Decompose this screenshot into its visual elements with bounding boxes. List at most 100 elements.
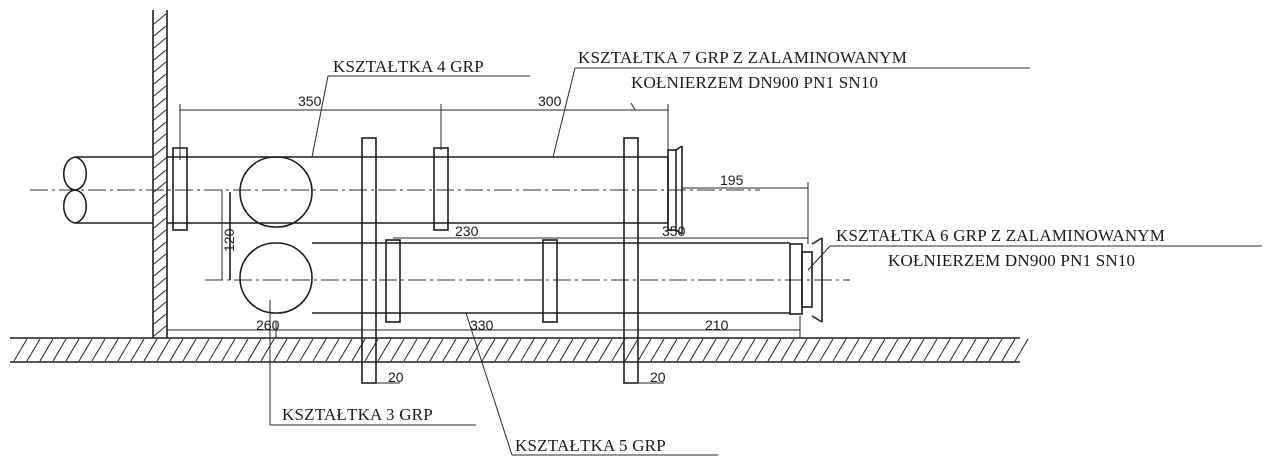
hatch-line <box>153 145 167 157</box>
hatch-line <box>153 85 167 97</box>
hatch-line <box>169 338 184 362</box>
hatch-line <box>153 193 167 205</box>
hatch-line <box>923 338 938 362</box>
hatch-line <box>182 338 197 362</box>
centerlines <box>30 189 850 281</box>
bend-fitting <box>229 156 313 314</box>
hatch-line <box>975 338 990 362</box>
dimension-lines <box>167 104 809 384</box>
hatch-line <box>598 338 613 362</box>
hatch-line <box>52 338 67 362</box>
hatch-line <box>299 338 314 362</box>
hatch-line <box>153 157 167 169</box>
hatch-line <box>260 338 275 362</box>
hatch-line <box>153 61 167 73</box>
hatch-line <box>153 217 167 229</box>
hatch-line <box>702 338 717 362</box>
hatch-line <box>988 338 1003 362</box>
hatch-line <box>286 338 301 362</box>
lower-pipe <box>312 237 823 323</box>
ground-hatching <box>13 338 1029 362</box>
hatch-line <box>195 338 210 362</box>
hatch-line <box>611 338 626 362</box>
wall-hatching <box>153 13 167 337</box>
hatch-line <box>153 301 167 313</box>
label-fitting-6-line1: KSZTAŁTKA 6 GRP Z ZALAMINOWANYM <box>836 226 1165 245</box>
hatch-line <box>153 13 167 25</box>
hatch-line <box>741 338 756 362</box>
hatch-line <box>130 338 145 362</box>
dim-350-mid: 350 <box>662 223 686 239</box>
hatch-line <box>153 133 167 145</box>
hatch-line <box>153 277 167 289</box>
label-fitting-5: KSZTAŁTKA 5 GRP <box>515 436 666 455</box>
hatch-line <box>507 338 522 362</box>
hatch-line <box>325 338 340 362</box>
wall <box>152 10 168 338</box>
hatch-line <box>91 338 106 362</box>
dim-230: 230 <box>455 223 479 239</box>
hatch-line <box>884 338 899 362</box>
hatch-line <box>650 338 665 362</box>
hatch-line <box>153 289 167 301</box>
hatch-line <box>153 325 167 337</box>
dim-330: 330 <box>470 317 494 333</box>
hatch-line <box>676 338 691 362</box>
hatch-line <box>153 313 167 325</box>
hatch-line <box>377 338 392 362</box>
dimension-values: 350 300 195 230 350 120 260 330 210 20 2… <box>221 93 744 385</box>
hatch-line <box>153 109 167 121</box>
hatch-line <box>390 338 405 362</box>
hatch-line <box>117 338 132 362</box>
ground-slab <box>10 337 1029 363</box>
hatch-line <box>728 338 743 362</box>
hatch-line <box>338 338 353 362</box>
support-post-right <box>623 137 639 384</box>
hatch-line <box>153 121 167 133</box>
leader-lines <box>269 67 1262 456</box>
hatch-line <box>153 169 167 181</box>
hatch-line <box>104 338 119 362</box>
hatch-line <box>153 37 167 49</box>
hatch-line <box>416 338 431 362</box>
hatch-line <box>533 338 548 362</box>
hatch-line <box>832 338 847 362</box>
hatch-line <box>962 338 977 362</box>
hatch-line <box>637 338 652 362</box>
dim-195: 195 <box>720 172 744 188</box>
hatch-line <box>845 338 860 362</box>
label-fitting-7-line2: KOŁNIERZEM DN900 PN1 SN10 <box>631 73 878 92</box>
dim-350-top: 350 <box>298 93 322 109</box>
hatch-line <box>819 338 834 362</box>
hatch-line <box>936 338 951 362</box>
hatch-line <box>767 338 782 362</box>
inlet-pipe <box>62 156 153 224</box>
hatch-line <box>897 338 912 362</box>
hatch-line <box>1001 338 1016 362</box>
hatch-line <box>247 338 262 362</box>
dim-210: 210 <box>705 317 729 333</box>
dim-260: 260 <box>256 317 280 333</box>
dim-300-top: 300 <box>538 93 562 109</box>
hatch-line <box>153 265 167 277</box>
hatch-line <box>559 338 574 362</box>
label-fitting-7-line1: KSZTAŁTKA 7 GRP Z ZALAMINOWANYM <box>578 48 907 67</box>
hatch-line <box>858 338 873 362</box>
hatch-line <box>78 338 93 362</box>
hatch-line <box>153 229 167 241</box>
hatch-line <box>754 338 769 362</box>
hatch-line <box>156 338 171 362</box>
hatch-line <box>221 338 236 362</box>
hatch-line <box>546 338 561 362</box>
hatch-line <box>153 241 167 253</box>
hatch-line <box>153 25 167 37</box>
label-fitting-6-line2: KOŁNIERZEM DN900 PN1 SN10 <box>888 251 1135 270</box>
hatch-line <box>910 338 925 362</box>
hatch-line <box>403 338 418 362</box>
lower-band-2 <box>542 239 558 323</box>
hatch-line <box>1014 338 1029 362</box>
hatch-line <box>429 338 444 362</box>
upper-band-1 <box>172 147 188 231</box>
hatch-line <box>780 338 795 362</box>
